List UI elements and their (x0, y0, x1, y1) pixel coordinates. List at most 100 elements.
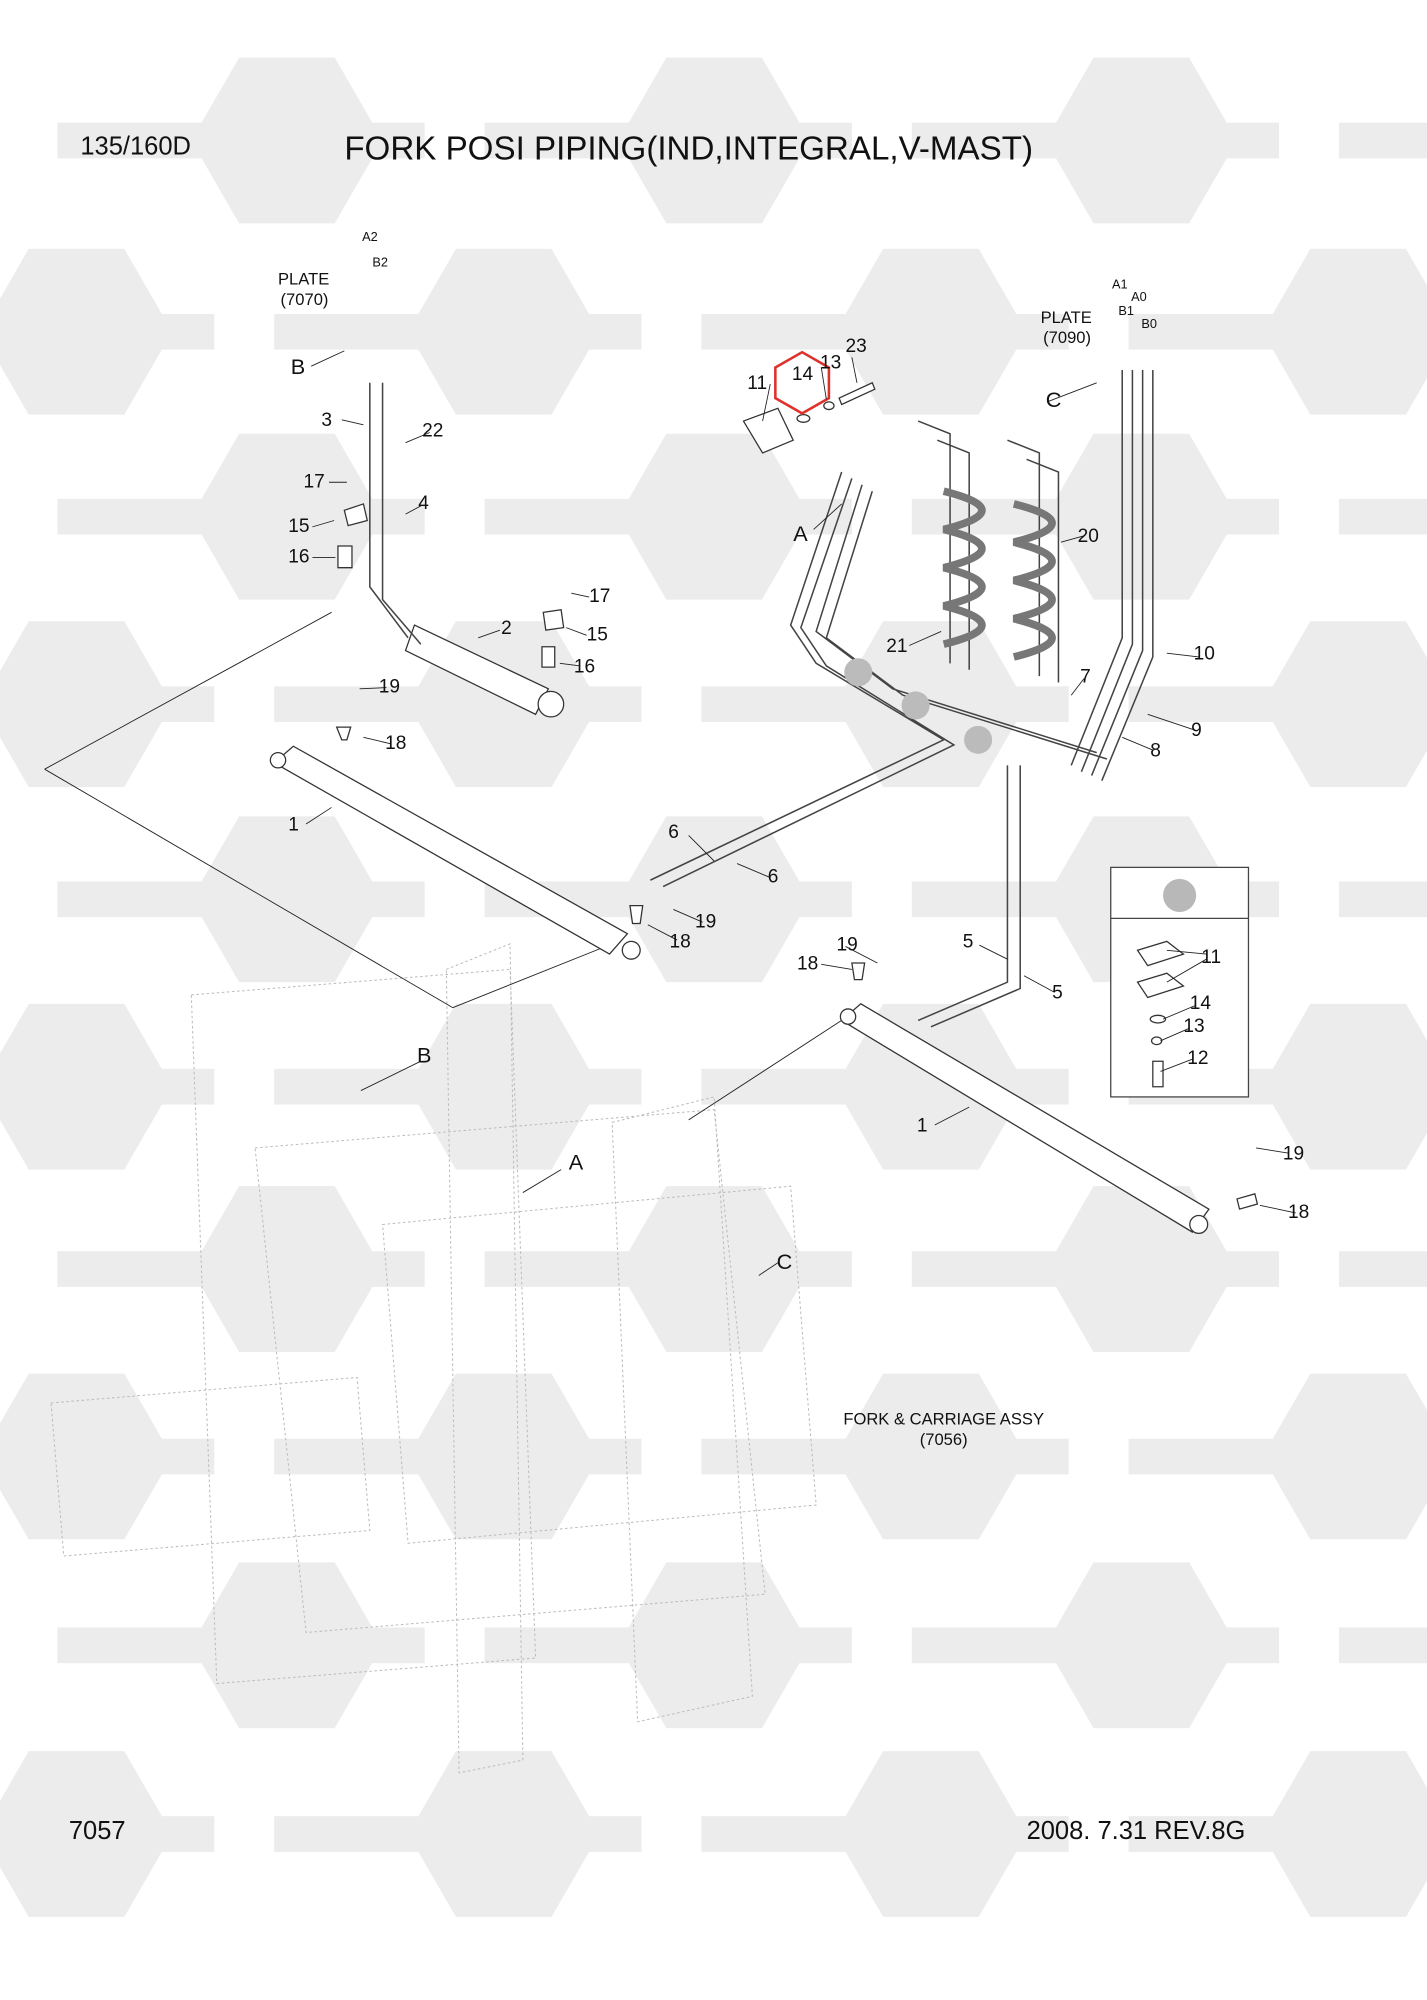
watermark-band (1345, 686, 1427, 722)
callout-16b[interactable]: 16 (574, 656, 595, 677)
callout-13[interactable]: 13 (820, 353, 841, 374)
watermark-band (274, 881, 425, 918)
plate-left-code: (7070) (281, 290, 329, 309)
watermark-hexagon (1262, 1373, 1427, 1540)
watermark-band (490, 1816, 642, 1852)
watermark-band (1128, 1438, 1280, 1475)
watermark-band (490, 313, 642, 350)
watermark-band (1128, 1816, 1280, 1852)
callout-10[interactable]: 10 (1194, 644, 1215, 665)
callout-7[interactable]: 7 (1080, 666, 1091, 687)
callout-15[interactable]: 15 (288, 516, 309, 537)
callout-18b[interactable]: 18 (670, 932, 691, 953)
detail-inset (1110, 866, 1250, 1098)
callout-11[interactable]: 11 (747, 373, 767, 394)
callout-16[interactable]: 16 (288, 547, 309, 568)
callout-9[interactable]: 9 (1191, 720, 1202, 741)
watermark-band (1339, 122, 1427, 159)
watermark-band (1339, 1251, 1427, 1287)
watermark-hexagon (1262, 1751, 1427, 1917)
labels: 135/160D FORK POSI PIPING(IND,INTEGRAL,V… (69, 131, 1309, 1845)
watermark-band (1128, 498, 1280, 535)
callout-17b[interactable]: 17 (589, 586, 610, 607)
cylinder-1-left (269, 745, 641, 960)
cylinder-1-right (839, 1003, 1210, 1235)
callout-19[interactable]: 19 (379, 677, 400, 698)
callout-19d[interactable]: 19 (1283, 1143, 1304, 1164)
callout-18[interactable]: 18 (385, 733, 406, 754)
inset-marker (1163, 878, 1197, 913)
watermark-band (1128, 1627, 1280, 1664)
reference-lines (44, 611, 842, 1276)
watermark-band (918, 1816, 1069, 1852)
watermark-band (1345, 313, 1427, 350)
watermark-band (57, 1627, 208, 1664)
view-letter-c: C (1046, 387, 1062, 412)
plate-left-title: PLATE (278, 270, 329, 289)
watermark-band (57, 881, 208, 918)
watermark-band (57, 122, 208, 159)
page-number: 7057 (69, 1817, 126, 1845)
watermark-hexagon (1262, 1003, 1427, 1170)
watermark-band (701, 122, 852, 159)
callout-2[interactable]: 2 (501, 618, 512, 639)
watermark-band (1339, 881, 1427, 918)
model-number: 135/160D (80, 133, 191, 161)
callout-6b[interactable]: 6 (768, 867, 779, 888)
inset-callout-12[interactable]: 12 (1187, 1048, 1208, 1069)
callout-4[interactable]: 4 (418, 493, 429, 514)
callout-17[interactable]: 17 (304, 471, 325, 492)
callout-20[interactable]: 20 (1078, 526, 1099, 547)
watermark-band (1128, 313, 1280, 350)
callout-23[interactable]: 23 (845, 336, 866, 357)
watermark-band (918, 1438, 1069, 1475)
watermark-band (63, 1816, 215, 1852)
watermark-band (911, 1251, 1063, 1287)
callout-3[interactable]: 3 (321, 410, 332, 431)
watermark-band (490, 1068, 642, 1105)
watermark-band (274, 313, 425, 350)
watermark-band (63, 1438, 215, 1475)
watermark-band (490, 1438, 642, 1475)
watermark-band (57, 498, 208, 535)
callout-18d[interactable]: 18 (1288, 1202, 1309, 1223)
callout-14[interactable]: 14 (792, 364, 814, 385)
inset-callout-13[interactable]: 13 (1183, 1016, 1204, 1037)
callout-18c[interactable]: 18 (797, 953, 818, 974)
watermark-band (701, 1627, 852, 1664)
watermark-band (1128, 122, 1280, 159)
hydraulic-pipes (369, 370, 1154, 1028)
inset-callout-11[interactable]: 11 (1201, 947, 1221, 968)
callout-19b[interactable]: 19 (695, 911, 716, 932)
port-a2: A2 (362, 229, 378, 244)
highlight-part-14[interactable] (774, 350, 831, 415)
callout-5[interactable]: 5 (963, 932, 974, 953)
callout-1b[interactable]: 1 (917, 1115, 928, 1136)
callout-6[interactable]: 6 (668, 822, 679, 843)
fork-assy-title: FORK & CARRIAGE ASSY (843, 1410, 1044, 1429)
fork-carriage-ghost (50, 943, 817, 1774)
callout-22[interactable]: 22 (422, 420, 443, 441)
view-letter-b2: B (417, 1042, 431, 1067)
callout-5b[interactable]: 5 (1052, 983, 1063, 1004)
port-b1: B1 (1118, 303, 1134, 318)
callout-19c[interactable]: 19 (837, 934, 858, 955)
watermark-band (701, 1438, 852, 1475)
inset-callout-14[interactable]: 14 (1190, 993, 1212, 1014)
callout-8[interactable]: 8 (1150, 740, 1161, 761)
watermark-band (1345, 1068, 1427, 1105)
callout-15b[interactable]: 15 (587, 624, 608, 645)
watermark-band (1345, 1816, 1427, 1852)
watermark-band (1128, 686, 1280, 722)
watermark-band (701, 1068, 852, 1105)
view-letter-a2: A (569, 1150, 584, 1175)
watermark-band (274, 1816, 425, 1852)
watermark-band (274, 1068, 425, 1105)
watermark-band (1345, 1438, 1427, 1475)
watermark-hexagon (1262, 248, 1427, 415)
watermark-band (484, 1251, 636, 1287)
watermark-band (484, 498, 636, 535)
callout-21[interactable]: 21 (886, 636, 907, 657)
callout-1[interactable]: 1 (288, 814, 299, 835)
